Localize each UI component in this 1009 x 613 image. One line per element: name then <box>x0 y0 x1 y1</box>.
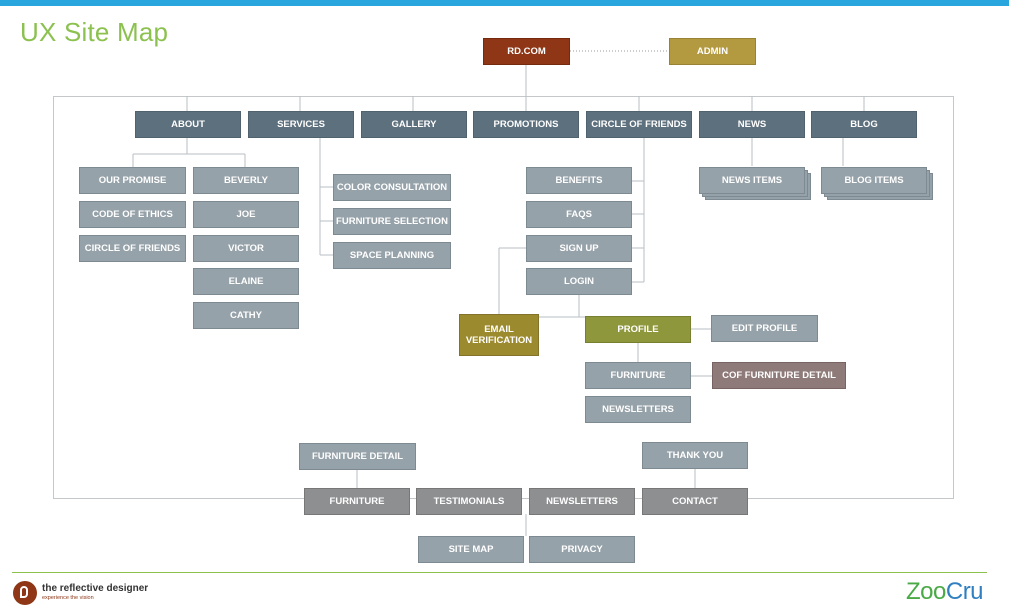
about-code-of-ethics: CODE OF ETHICS <box>79 201 186 228</box>
page-title: UX Site Map <box>20 17 169 47</box>
about-elaine: ELAINE <box>193 268 299 295</box>
footer-site-map: SITE MAP <box>418 536 524 563</box>
services-color-consultation: COLOR CONSULTATION <box>333 174 451 201</box>
cof-login: LOGIN <box>526 268 632 295</box>
footer-privacy: PRIVACY <box>529 536 635 563</box>
profile-newsletters: NEWSLETTERS <box>585 396 691 423</box>
root-node: RD.COM <box>483 38 570 65</box>
cof-benefits: BENEFITS <box>526 167 632 194</box>
nav-gallery: GALLERY <box>361 111 467 138</box>
nav-about: ABOUT <box>135 111 241 138</box>
cof-furniture-detail: COF FURNITURE DETAIL <box>712 362 846 389</box>
zoocru-logo-part-b: Cru <box>945 578 984 605</box>
about-beverly: BEVERLY <box>193 167 299 194</box>
cof-sign-up: SIGN UP <box>526 235 632 262</box>
services-furniture-selection: FURNITURE SELECTION <box>333 208 451 235</box>
about-victor: VICTOR <box>193 235 299 262</box>
profile-node: PROFILE <box>585 316 691 343</box>
about-circle-of-friends: CIRCLE OF FRIENDS <box>79 235 186 262</box>
about-cathy: CATHY <box>193 302 299 329</box>
services-space-planning: SPACE PLANNING <box>333 242 451 269</box>
about-joe: JOE <box>193 201 299 228</box>
brand-name: the reflective designer <box>42 583 149 594</box>
bottom-nav-contact: CONTACT <box>642 488 748 515</box>
email-verification: EMAIL VERIFICATION <box>459 314 539 356</box>
profile-furniture: FURNITURE <box>585 362 691 389</box>
furniture-detail-node: FURNITURE DETAIL <box>299 443 416 470</box>
top-accent-bar <box>0 0 1009 6</box>
footer-divider <box>12 572 987 573</box>
reflective-designer-logo-icon <box>13 581 37 605</box>
bottom-nav-furniture: FURNITURE <box>304 488 410 515</box>
thank-you-node: THANK YOU <box>642 442 748 469</box>
brand-tagline: experience the vision <box>42 595 94 601</box>
blog-items: BLOG ITEMS <box>821 167 927 194</box>
edit-profile-node: EDIT PROFILE <box>711 315 818 342</box>
news-items: NEWS ITEMS <box>699 167 805 194</box>
nav-circle-of-friends: CIRCLE OF FRIENDS <box>586 111 692 138</box>
about-our-promise: OUR PROMISE <box>79 167 186 194</box>
nav-news: NEWS <box>699 111 805 138</box>
nav-blog: BLOG <box>811 111 917 138</box>
bottom-nav-testimonials: TESTIMONIALS <box>416 488 522 515</box>
bottom-nav-newsletters: NEWSLETTERS <box>529 488 635 515</box>
nav-services: SERVICES <box>248 111 354 138</box>
admin-node: ADMIN <box>669 38 756 65</box>
zoocru-logo-part-a: Zoo <box>906 578 946 605</box>
nav-promotions: PROMOTIONS <box>473 111 579 138</box>
cof-faqs: FAQS <box>526 201 632 228</box>
zoocru-logo: ZooCru <box>906 578 984 606</box>
